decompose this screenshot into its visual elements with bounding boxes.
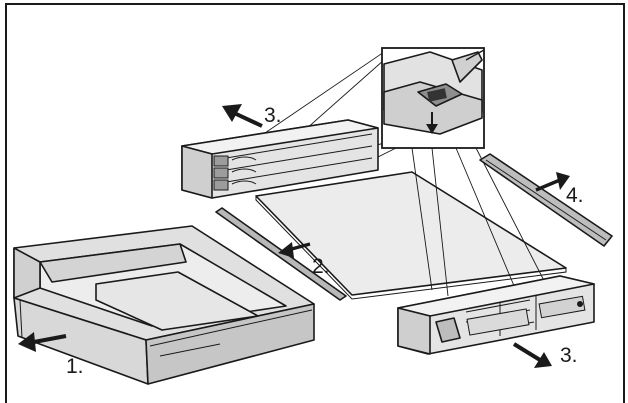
rail-holder-bottom	[397, 275, 595, 355]
step-label-3-bottom: 3.	[560, 344, 578, 367]
side-rail	[215, 207, 347, 301]
arrow-step-1	[18, 332, 67, 352]
step-label-4: 4.	[566, 184, 584, 207]
step-label-3-top: 3.	[264, 104, 282, 127]
arrow-step-2	[278, 242, 311, 258]
drawer-box	[13, 225, 315, 385]
rail-holder-top	[181, 119, 379, 199]
arrow-step-3-bottom	[512, 342, 552, 368]
clip-detail-zoom	[381, 47, 485, 149]
arrow-step-4	[535, 172, 570, 192]
step-label-2: 2.	[312, 255, 330, 278]
glass-plate	[255, 171, 567, 300]
cover-strip	[479, 153, 613, 247]
step-label-1: 1.	[66, 355, 84, 378]
arrow-step-3-top	[222, 104, 263, 128]
